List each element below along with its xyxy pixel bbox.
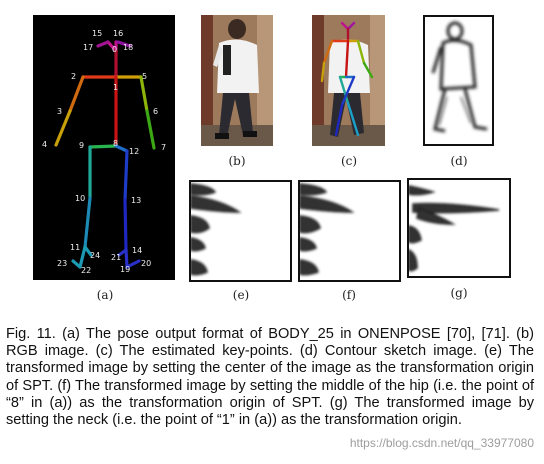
- subfigure-label-a: (a): [96, 288, 114, 302]
- keypoint-label-21: 21: [111, 253, 122, 262]
- bone-14-21: [117, 248, 128, 257]
- bone-2-3: [68, 75, 85, 113]
- contour-sketch: [431, 21, 488, 133]
- bone-12-13: [123, 149, 129, 202]
- bone-8-12: [114, 144, 129, 153]
- keypoint-label-24: 24: [90, 251, 101, 260]
- keypoint-label-1: 1: [113, 83, 119, 92]
- subfigure-label-b: (b): [228, 154, 246, 168]
- bone-3-4: [54, 109, 72, 147]
- bone-13-14: [123, 198, 128, 252]
- keypoint-label-11: 11: [70, 243, 81, 252]
- keypoint-label-16: 16: [113, 29, 124, 38]
- subfigure-a-pose-format: 15 16 17 0 18 2 1 5 3 6 4 7 9 8 12 10 13…: [33, 15, 175, 280]
- keypoint-label-5: 5: [142, 72, 148, 81]
- keypoints-overlay: [312, 15, 385, 146]
- subfigure-g-transformed-neck: [407, 178, 511, 278]
- subfigure-e-transformed-center: [189, 180, 292, 282]
- rgb-photo: [201, 15, 273, 146]
- keypoint-label-23: 23: [57, 259, 68, 268]
- keypoint-label-22: 22: [81, 266, 92, 275]
- keypoint-label-17: 17: [83, 43, 94, 52]
- keypoint-label-15: 15: [92, 29, 103, 38]
- subfigure-label-e: (e): [232, 288, 250, 302]
- subfigure-b-rgb-image: [201, 15, 273, 146]
- figure-caption: Fig. 11. (a) The pose output format of B…: [6, 326, 534, 429]
- caption-text: Fig. 11. (a) The pose output format of B…: [6, 326, 534, 429]
- keypoint-label-14: 14: [132, 246, 143, 255]
- keypoint-label-3: 3: [57, 107, 63, 116]
- spt-image-f: [299, 183, 355, 276]
- keypoint-label-4: 4: [42, 140, 48, 149]
- bone-14-19: [124, 248, 129, 269]
- subfigure-label-d: (d): [450, 154, 468, 168]
- keypoint-label-8: 8: [113, 139, 119, 148]
- watermark-text: https://blog.csdn.net/qq_33977080: [349, 436, 534, 450]
- bone-5-6: [139, 75, 149, 113]
- keypoint-label-12: 12: [129, 147, 140, 156]
- keypoint-label-10: 10: [75, 194, 86, 203]
- spt-image-g: [408, 185, 500, 272]
- keypoint-label-9: 9: [79, 141, 85, 150]
- bone-6-7: [145, 109, 156, 150]
- keypoint-label-0: 0: [112, 45, 118, 54]
- bone-10-11: [83, 196, 92, 249]
- keypoint-label-6: 6: [153, 107, 159, 116]
- subfigure-label-g: (g): [450, 286, 468, 300]
- keypoint-label-20: 20: [141, 259, 152, 268]
- subfigure-d-contour-sketch: [423, 15, 494, 146]
- bone-15-0: [106, 40, 118, 53]
- subfigure-label-f: (f): [342, 288, 356, 302]
- keypoint-label-2: 2: [71, 72, 77, 81]
- keypoint-label-19: 19: [120, 265, 131, 274]
- subfigure-c-estimated-keypoints: [312, 15, 385, 146]
- keypoint-label-7: 7: [161, 143, 167, 152]
- keypoint-label-13: 13: [131, 196, 142, 205]
- keypoint-label-18: 18: [123, 43, 134, 52]
- bone-17-15: [96, 40, 110, 48]
- body25-skeleton: [54, 40, 156, 269]
- subfigure-f-transformed-hip: [298, 180, 401, 282]
- subfigure-label-c: (c): [340, 154, 358, 168]
- spt-image-e: [190, 183, 242, 276]
- bone-19-20: [125, 259, 141, 269]
- bone-11-22: [78, 245, 87, 269]
- bone-22-23: [71, 259, 82, 269]
- bone-18-16: [116, 40, 132, 48]
- bone-8-9: [88, 144, 118, 149]
